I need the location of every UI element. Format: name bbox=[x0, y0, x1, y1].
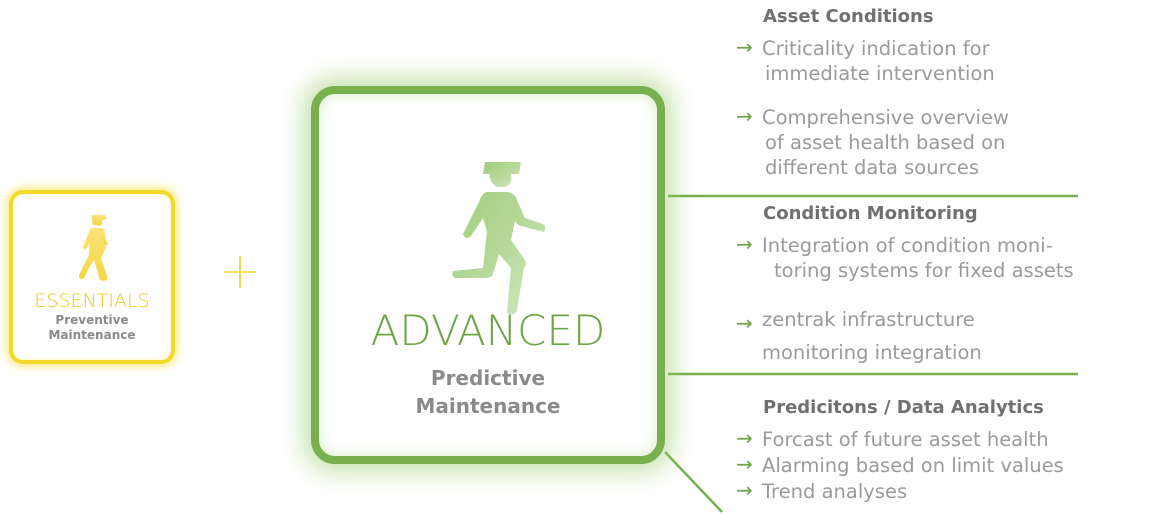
running-person-icon bbox=[452, 162, 546, 315]
arrow-right-icon: → bbox=[736, 311, 753, 335]
feature-line: immediate intervention bbox=[765, 62, 995, 85]
feature-line: Criticality indication for bbox=[762, 37, 990, 60]
feature-item: → Forcast of future asset health bbox=[736, 426, 1049, 452]
feature-line: Integration of condition moni- bbox=[762, 234, 1053, 257]
advanced-box: ADVANCED Predictive Maintenance bbox=[311, 86, 665, 464]
feature-line: different data sources bbox=[765, 156, 980, 179]
arrow-right-icon: → bbox=[736, 426, 753, 450]
essentials-subtitle: Preventive Maintenance bbox=[13, 313, 171, 343]
feature-item: → Comprehensive overview of asset health… bbox=[736, 104, 1009, 180]
advanced-subtitle-line: Predictive bbox=[430, 366, 546, 390]
feature-item: → Criticality indication for immediate i… bbox=[736, 35, 995, 86]
arrow-right-icon: → bbox=[736, 232, 753, 256]
feature-item: → zentrak infrastructure monitoring inte… bbox=[736, 307, 982, 365]
group-heading-condition-monitoring: Condition Monitoring bbox=[763, 203, 978, 224]
walking-person-icon bbox=[79, 215, 108, 281]
essentials-subtitle-line: Maintenance bbox=[48, 328, 136, 342]
feature-line: Comprehensive overview bbox=[762, 106, 1009, 129]
essentials-subtitle-line: Preventive bbox=[55, 313, 129, 327]
plus-icon bbox=[224, 256, 256, 288]
feature-line: Forcast of future asset health bbox=[762, 428, 1049, 451]
feature-item: → Integration of condition moni- toring … bbox=[736, 232, 1074, 283]
feature-line: zentrak infrastructure bbox=[762, 308, 975, 331]
feature-line: Trend analyses bbox=[762, 480, 908, 503]
arrow-right-icon: → bbox=[736, 104, 753, 128]
feature-item: → Trend analyses bbox=[736, 478, 908, 504]
essentials-box: ESSENTIALS Preventive Maintenance bbox=[9, 190, 175, 364]
advanced-title: ADVANCED bbox=[370, 306, 606, 355]
essentials-title: ESSENTIALS bbox=[34, 290, 150, 312]
group-heading-predictions: Predicitons / Data Analytics bbox=[763, 397, 1044, 418]
advanced-subtitle-line: Maintenance bbox=[415, 394, 561, 418]
feature-line: of asset health based on bbox=[765, 131, 1006, 154]
feature-line: Alarming based on limit values bbox=[762, 454, 1064, 477]
connector-line-predictions bbox=[664, 451, 723, 513]
group-heading-asset-conditions: Asset Conditions bbox=[763, 6, 934, 27]
feature-item: → Alarming based on limit values bbox=[736, 452, 1064, 478]
arrow-right-icon: → bbox=[736, 478, 753, 502]
advanced-subtitle: Predictive Maintenance bbox=[319, 364, 657, 420]
feature-line: toring systems for fixed assets bbox=[774, 259, 1074, 282]
feature-line: monitoring integration bbox=[762, 341, 982, 364]
arrow-right-icon: → bbox=[736, 35, 753, 59]
arrow-right-icon: → bbox=[736, 452, 753, 476]
